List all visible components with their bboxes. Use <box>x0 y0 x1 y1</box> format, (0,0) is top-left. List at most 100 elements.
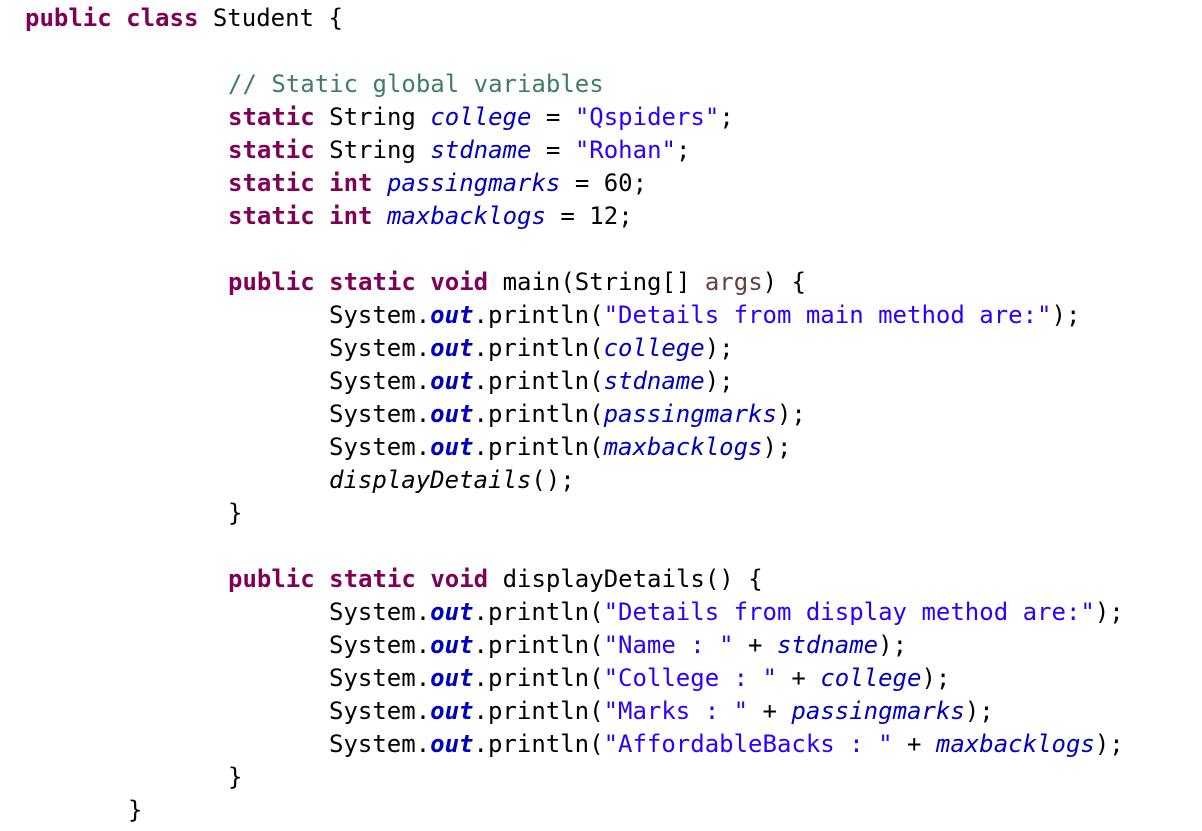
println-statement: System.out.println("College : " + colleg… <box>25 662 950 695</box>
field-declaration-line: static int passingmarks = 60; <box>25 167 647 200</box>
class-name: Student <box>212 4 315 32</box>
out-field: out <box>430 631 474 659</box>
field-reference: maxbacklogs <box>935 730 1095 758</box>
semicolon: ; <box>632 169 648 197</box>
method-signature: displayDetails() { <box>502 565 763 593</box>
statement-close: (); <box>531 466 575 494</box>
println-statement: System.out.println("Marks : " + passingm… <box>25 695 994 728</box>
field-type: String <box>329 103 416 131</box>
concat-operator: + <box>892 730 936 758</box>
println-call: .println( <box>473 334 604 362</box>
string-literal: "Details from display method are:" <box>603 598 1095 626</box>
field-declaration-line: static String stdname = "Rohan"; <box>25 134 690 167</box>
out-field: out <box>430 400 474 428</box>
field-reference: passingmarks <box>603 400 777 428</box>
statement-close: ); <box>878 631 908 659</box>
string-literal: "Name : " <box>603 631 734 659</box>
system-class: System. <box>329 301 431 329</box>
println-call: .println( <box>473 598 604 626</box>
semicolon: ; <box>719 103 734 131</box>
system-class: System. <box>329 730 431 758</box>
class-declaration-line: public class Student { <box>25 2 343 35</box>
out-field: out <box>430 730 474 758</box>
field-reference: college <box>603 334 705 362</box>
statement-close: ); <box>762 433 792 461</box>
statement-close: ); <box>1051 301 1081 329</box>
statement-close: ); <box>1094 730 1124 758</box>
code-editor[interactable]: public class Student { // Static global … <box>25 2 1195 827</box>
out-field: out <box>430 433 474 461</box>
concat-operator: + <box>776 664 821 692</box>
display-details-call: displayDetails <box>329 466 532 494</box>
statement-close: ); <box>704 367 734 395</box>
keyword-static: static <box>228 202 315 230</box>
println-statement: System.out.println("Details from main me… <box>25 299 1080 332</box>
println-call: .println( <box>473 367 604 395</box>
println-statement: System.out.println("Name : " + stdname); <box>25 629 907 662</box>
field-name: maxbacklogs <box>386 202 546 230</box>
println-call: .println( <box>473 301 604 329</box>
semicolon: ; <box>675 136 691 164</box>
out-field: out <box>430 697 474 725</box>
assign-operator: = <box>545 136 561 164</box>
signature-close: ) { <box>762 268 807 296</box>
system-class: System. <box>329 598 431 626</box>
system-class: System. <box>329 433 431 461</box>
keyword-static: static <box>329 268 416 296</box>
field-value: "Rohan" <box>574 136 676 164</box>
out-field: out <box>430 334 474 362</box>
display-closing-brace: } <box>25 761 242 794</box>
keyword-public: public <box>25 4 112 32</box>
system-class: System. <box>329 367 431 395</box>
out-field: out <box>430 301 474 329</box>
println-statement: System.out.println(passingmarks); <box>25 398 806 431</box>
main-method-signature: public static void main(String[] args) { <box>25 266 806 299</box>
field-type: int <box>329 202 373 230</box>
assign-operator: = <box>545 103 561 131</box>
out-field: out <box>430 598 474 626</box>
keyword-class: class <box>126 4 199 32</box>
concat-operator: + <box>748 697 792 725</box>
assign-operator: = <box>560 202 575 230</box>
closing-brace: } <box>128 796 143 824</box>
field-reference: college <box>820 664 922 692</box>
println-statement: System.out.println(college); <box>25 332 734 365</box>
field-name: college <box>430 103 532 131</box>
field-value: "Qspiders" <box>574 103 720 131</box>
field-type: String <box>329 136 416 164</box>
class-open-brace: { <box>328 4 343 32</box>
field-name: stdname <box>430 136 532 164</box>
statement-close: ); <box>921 664 951 692</box>
println-call: .println( <box>473 730 604 758</box>
parameter-name: args <box>704 268 763 296</box>
println-call: .println( <box>473 697 604 725</box>
field-name: passingmarks <box>386 169 561 197</box>
statement-close: ); <box>704 334 734 362</box>
closing-brace: } <box>228 499 243 527</box>
println-statement: System.out.println(maxbacklogs); <box>25 431 791 464</box>
closing-brace: } <box>228 763 243 791</box>
keyword-void: void <box>430 268 489 296</box>
field-type: int <box>329 169 373 197</box>
system-class: System. <box>329 400 431 428</box>
out-field: out <box>430 664 474 692</box>
assign-operator: = <box>574 169 590 197</box>
println-call: .println( <box>473 664 604 692</box>
field-declaration-line: static int maxbacklogs = 12; <box>25 200 633 233</box>
keyword-static: static <box>228 103 315 131</box>
method-name: main(String[] <box>502 268 691 296</box>
field-value: 60 <box>603 169 633 197</box>
system-class: System. <box>329 334 431 362</box>
println-statement: System.out.println(stdname); <box>25 365 734 398</box>
keyword-static: static <box>228 169 315 197</box>
keyword-void: void <box>430 565 489 593</box>
keyword-public: public <box>228 268 315 296</box>
system-class: System. <box>329 697 431 725</box>
system-class: System. <box>329 664 431 692</box>
field-reference: stdname <box>603 367 705 395</box>
display-method-signature: public static void displayDetails() { <box>25 563 763 596</box>
keyword-static: static <box>228 136 315 164</box>
println-statement: System.out.println("AffordableBacks : " … <box>25 728 1124 761</box>
semicolon: ; <box>618 202 633 230</box>
println-call: .println( <box>473 631 604 659</box>
